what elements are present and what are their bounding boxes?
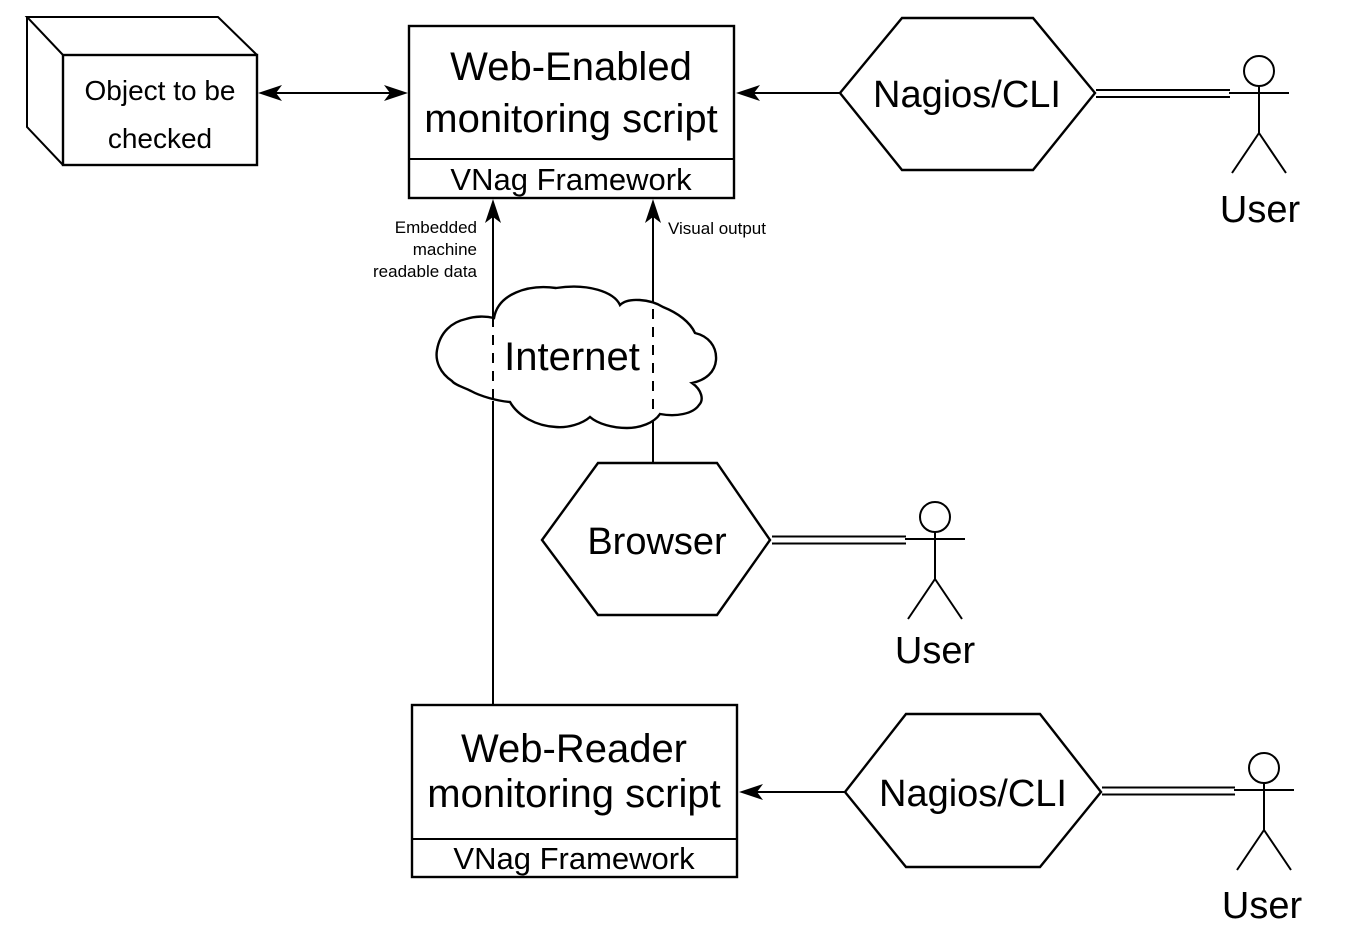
arrowhead-left-icon	[736, 85, 760, 101]
hexagon-shape	[843, 712, 1103, 869]
object-box-label-line2: checked	[108, 123, 212, 154]
embedded-label-line1: Embedded	[395, 218, 477, 237]
arrowhead-left-icon	[258, 85, 282, 101]
nagios-cli-top-label: Nagios/CLI	[873, 74, 1061, 116]
vnag-framework-label-bottom: VNag Framework	[453, 841, 695, 876]
cloud-icon	[435, 285, 718, 430]
user-stick-figure-icon	[1228, 55, 1290, 174]
user-top-label: User	[1220, 189, 1301, 231]
nagios-bottom-to-box-arrow	[739, 784, 845, 800]
hexagon-shape	[540, 461, 772, 617]
browser-label: Browser	[587, 521, 727, 563]
user-middle-link-lines	[772, 535, 906, 545]
internet-cloud: Internet	[435, 285, 718, 430]
nagios-cli-bottom-label: Nagios/CLI	[879, 773, 1067, 815]
user-stick-figure-icon	[904, 501, 966, 620]
arrowhead-up-icon	[485, 199, 501, 223]
arrowhead-left-icon	[739, 784, 763, 800]
web-reader-title-line2: monitoring script	[427, 772, 720, 816]
object-to-webenabled-arrow	[258, 85, 408, 101]
web-reader-title-line1: Web-Reader	[461, 727, 687, 771]
visual-output-label: Visual output	[668, 219, 766, 238]
arrowhead-right-icon	[384, 85, 408, 101]
nagios-cli-top-hexagon: Nagios/CLI	[838, 16, 1097, 172]
object-box-label-line1: Object to be	[85, 75, 236, 106]
user-top: User	[1096, 55, 1301, 231]
web-enabled-box: Web-Enabled monitoring script VNag Frame…	[407, 24, 736, 200]
internet-label: Internet	[504, 335, 640, 379]
embedded-data-arrow	[485, 199, 501, 706]
user-middle: User	[772, 501, 976, 672]
user-middle-label: User	[895, 630, 976, 672]
object-box-front-face	[61, 53, 259, 167]
arrowhead-up-icon	[645, 199, 661, 223]
vnag-framework-label-top: VNag Framework	[450, 162, 692, 197]
embedded-label-line2: machine	[413, 240, 477, 259]
object-box: Object to be checked	[24, 16, 259, 167]
web-enabled-title-line1: Web-Enabled	[450, 45, 692, 89]
object-box-3d-edges	[24, 16, 258, 166]
web-reader-box-outline	[410, 703, 739, 879]
user-bottom: User	[1102, 752, 1303, 927]
hexagon-shape	[838, 16, 1097, 172]
nagios-top-to-box-arrow	[736, 85, 840, 101]
web-enabled-title-line2: monitoring script	[424, 97, 717, 141]
user-stick-figure-icon	[1233, 752, 1295, 871]
nagios-cli-bottom-hexagon: Nagios/CLI	[843, 712, 1103, 869]
user-bottom-link-lines	[1102, 786, 1235, 796]
web-enabled-box-outline	[407, 24, 736, 200]
web-reader-box: Web-Reader monitoring script VNag Framew…	[410, 703, 739, 879]
user-bottom-label: User	[1222, 885, 1303, 927]
embedded-data-label: Embedded machine readable data	[373, 218, 478, 281]
embedded-label-line3: readable data	[373, 262, 478, 281]
user-top-link-lines	[1096, 89, 1230, 98]
browser-hexagon: Browser	[540, 461, 772, 617]
